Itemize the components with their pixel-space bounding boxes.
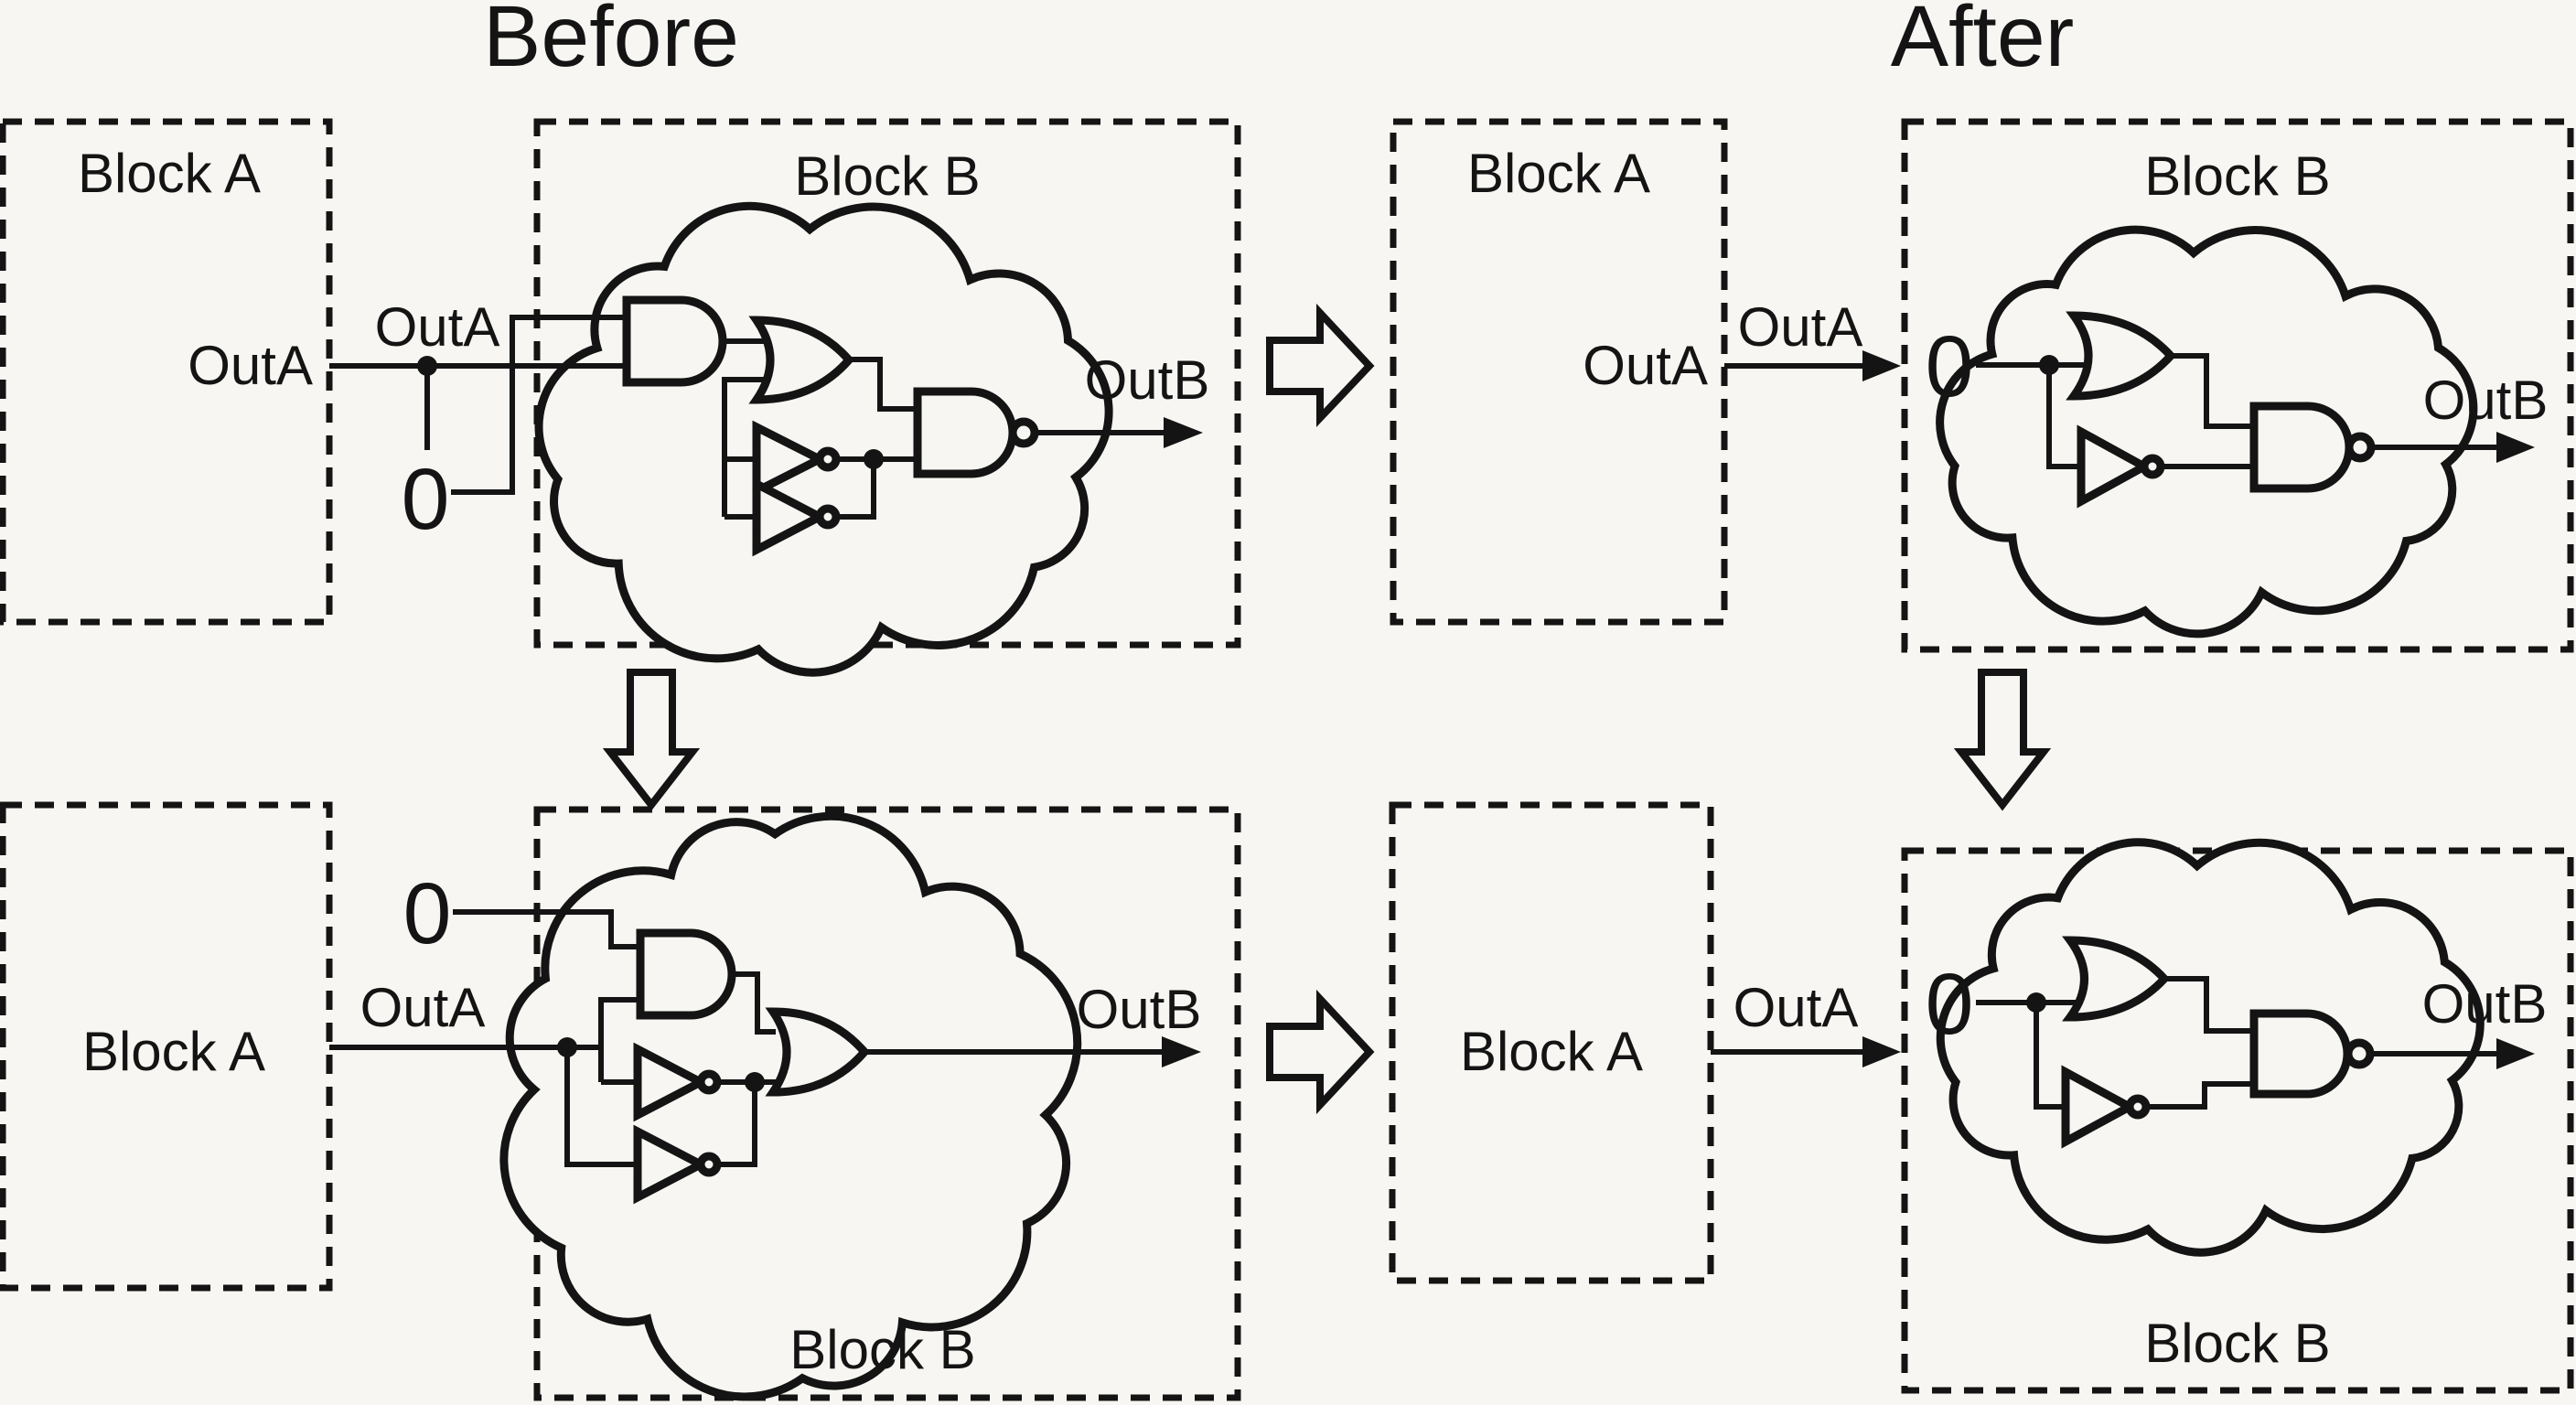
junction-dot-inv — [864, 449, 884, 469]
inverter-1-bubble — [696, 1069, 722, 1095]
block-b-label: Block B — [794, 145, 980, 207]
or-gate — [748, 316, 854, 404]
block-b-box — [533, 118, 1241, 649]
block-a-box — [1390, 118, 1728, 626]
outa-riser-wire — [598, 997, 640, 1082]
block-b-label: Block B — [2144, 1313, 2330, 1374]
and-to-or-wire — [730, 971, 776, 1035]
zero-branch-wire — [2034, 1003, 2066, 1110]
outa-wire-label: OutA — [360, 977, 486, 1038]
inverter-2 — [752, 477, 829, 557]
block-b-label: Block B — [2144, 145, 2330, 207]
or-to-nand-wire — [2171, 353, 2254, 429]
zero-to-and-wire — [451, 315, 627, 495]
block-a-box — [0, 801, 333, 1292]
block-b-label: Block B — [789, 1319, 975, 1380]
outb-label: OutB — [2422, 973, 2548, 1035]
logic-cloud — [499, 811, 1082, 1401]
outb-arrowhead — [2496, 432, 2535, 463]
zero-constant: 0 — [403, 865, 452, 962]
block-a-box — [0, 118, 333, 626]
inverter-bubble — [2140, 454, 2165, 479]
or-to-nand-wire — [2164, 976, 2254, 1034]
inverter — [2061, 1065, 2139, 1149]
zero-branch-wire — [2046, 365, 2081, 469]
outb-arrowhead — [1162, 1036, 1201, 1067]
outb-label: OutB — [1085, 349, 1210, 411]
block-a-label: Block A — [78, 143, 261, 204]
junction-dot-zero — [2026, 992, 2046, 1013]
inv-output-wire — [2146, 1081, 2254, 1110]
panel-after-top: Block A Block B OutA OutA 0 OutB — [1390, 118, 2574, 653]
outa-arrowhead — [1862, 1036, 1901, 1067]
logic-cloud — [1936, 838, 2485, 1257]
nand-bubble — [2344, 1038, 2375, 1069]
outb-label: OutB — [2423, 370, 2549, 431]
or-lower-input-wire — [722, 377, 773, 517]
junction-dot-outa — [557, 1037, 577, 1057]
inverter-2-bubble — [815, 504, 841, 530]
junction-dot-inv — [745, 1072, 765, 1092]
outa-arrowhead — [1862, 350, 1901, 381]
block-a-label: Block A — [82, 1021, 265, 1082]
before-to-after-bottom-arrow-icon — [1266, 989, 1375, 1115]
junction-dot-outa — [417, 356, 437, 376]
outa-drop-wire — [564, 1047, 638, 1167]
nand-gate — [2249, 1009, 2352, 1099]
inverter-bubble — [2125, 1094, 2151, 1120]
nand-gate — [913, 387, 1017, 478]
panel-after-bottom: Block A Block B 0 OutA OutB — [1389, 801, 2574, 1394]
inverter — [2077, 424, 2153, 509]
junction-dot-zero — [2039, 355, 2059, 375]
outa-inner-label: OutA — [188, 335, 313, 396]
inverter-1 — [752, 420, 829, 499]
outa-inner-label: OutA — [1583, 335, 1708, 396]
and-gate — [622, 295, 727, 387]
block-a-label: Block A — [1467, 143, 1650, 204]
inverter-1 — [633, 1042, 710, 1122]
before-title: Before — [483, 0, 739, 85]
panel-before-top: Block A Block B OutA OutA 0 OutB — [0, 118, 1241, 677]
outb-arrowhead — [2496, 1038, 2535, 1069]
inv2-output-wire — [836, 459, 876, 520]
zero-constant: 0 — [402, 451, 450, 548]
nand-bubble — [1008, 417, 1039, 448]
block-a-label: Block A — [1460, 1021, 1643, 1082]
nand-bubble — [2345, 432, 2376, 463]
outa-wire-label: OutA — [1738, 296, 1863, 358]
zero-constant: 0 — [1926, 956, 1974, 1053]
or-gate — [2062, 936, 2171, 1022]
inverter-2-bubble — [696, 1152, 722, 1177]
block-a-box — [1389, 801, 1714, 1284]
nand-gate — [2249, 402, 2354, 493]
outb-arrowhead — [1164, 417, 1203, 448]
logic-cloud — [1936, 225, 2478, 638]
or-gate — [765, 1007, 870, 1097]
or-to-nand-wire — [849, 357, 918, 412]
inverter-2 — [633, 1124, 710, 1205]
before-top-to-bottom-arrow-icon — [602, 669, 701, 811]
or-gate — [2066, 311, 2177, 401]
inverter-1-bubble — [815, 446, 841, 472]
and-gate — [636, 928, 736, 1020]
zero-constant: 0 — [1926, 318, 1974, 415]
after-top-to-bottom-arrow-icon — [1953, 669, 2052, 811]
before-to-after-top-arrow-icon — [1266, 303, 1375, 428]
after-title: After — [1891, 0, 2075, 85]
outa-wire-label: OutA — [1733, 977, 1859, 1038]
outa-wire-label: OutA — [375, 296, 500, 358]
zero-wire — [453, 909, 640, 949]
inv2-output-wire — [717, 1082, 757, 1167]
outb-label: OutB — [1077, 979, 1202, 1040]
block-b-box — [1901, 118, 2574, 653]
panel-before-bottom: Block A Block B 0 OutA OutB — [0, 801, 1241, 1401]
